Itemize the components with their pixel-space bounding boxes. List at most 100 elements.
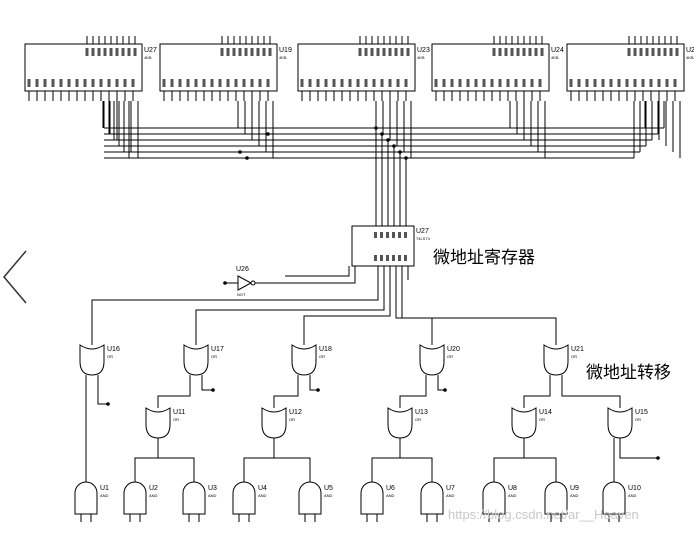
and-gate-body <box>123 481 147 515</box>
junction-dot <box>266 132 270 136</box>
pin-label <box>442 79 446 87</box>
pin-label <box>376 48 380 56</box>
pin-label <box>194 79 198 87</box>
pin-label <box>398 255 401 261</box>
wire <box>91 280 379 345</box>
gate-ref-label: U21 <box>571 346 584 353</box>
wire <box>401 280 557 345</box>
pin-label <box>262 48 266 56</box>
junction-dot <box>386 138 390 142</box>
junction-dot <box>245 156 249 160</box>
pin-label <box>510 48 514 56</box>
pin-label <box>504 48 508 56</box>
or-gate-body <box>419 344 445 376</box>
pin-label <box>109 48 113 56</box>
pin-label <box>540 48 544 56</box>
junction-dot <box>211 388 215 392</box>
gate-type-label: OR <box>211 354 217 359</box>
pin-label <box>27 79 31 87</box>
wire <box>437 375 445 391</box>
previous-image-button[interactable] <box>0 245 36 309</box>
register-ref-label: U27 <box>416 228 429 235</box>
logic-gates: U16ORU17ORU18ORU20ORU21ORU11ORU12ORU13OR… <box>74 344 648 522</box>
gate-ref-label: U20 <box>447 346 460 353</box>
gate-type-label: OR <box>173 417 179 422</box>
wire <box>523 375 551 408</box>
gate-type-label: OR <box>289 417 295 422</box>
pin-label <box>210 79 214 87</box>
pin-label <box>35 79 39 87</box>
gate-ref-label: U2 <box>149 485 158 492</box>
pin-label <box>91 79 95 87</box>
pin-label <box>51 79 55 87</box>
gate-ref-label: U13 <box>415 409 428 416</box>
pin-label <box>490 79 494 87</box>
pin-label <box>266 79 270 87</box>
pin-label <box>75 79 79 87</box>
gate-type-label: OR <box>447 354 453 359</box>
pin-label <box>121 48 125 56</box>
pin-label <box>226 48 230 56</box>
pin-label <box>657 79 661 87</box>
wire <box>395 280 433 345</box>
gate-type-label: AND <box>446 493 455 498</box>
gate-type-label: AND <box>208 493 217 498</box>
pin-label <box>498 48 502 56</box>
pin-label <box>99 79 103 87</box>
pin-label <box>601 79 605 87</box>
pin-label <box>641 79 645 87</box>
gate-type-label: AND <box>100 493 109 498</box>
pin-label <box>232 48 236 56</box>
wire <box>285 266 350 277</box>
pin-label <box>404 79 408 87</box>
pin-label <box>398 232 401 238</box>
wire <box>201 375 213 391</box>
pin-label <box>380 255 383 261</box>
pin-label <box>242 79 246 87</box>
pin-label <box>97 48 101 56</box>
and-gate-body <box>360 481 384 515</box>
rom-ref-label: U19 <box>279 47 292 54</box>
pin-label <box>498 79 502 87</box>
wire <box>309 375 318 391</box>
gate-ref-label: U17 <box>211 346 224 353</box>
gate-type-label: AND <box>324 493 333 498</box>
pin-label <box>657 48 661 56</box>
pin-label <box>617 79 621 87</box>
gate-ref-label: U16 <box>107 346 120 353</box>
pin-label <box>522 48 526 56</box>
gate-ref-label: U12 <box>289 409 302 416</box>
rom-ref-label: U24 <box>551 47 564 54</box>
gate-type-label: AND <box>258 493 267 498</box>
gate-type-label: OR <box>319 354 325 359</box>
pin-label <box>434 79 438 87</box>
or-gate-body <box>511 407 537 439</box>
rom-ref-label: U25 <box>686 47 694 54</box>
and-gate-body <box>602 481 626 515</box>
pin-label <box>234 79 238 87</box>
rom-ref-label: U27 <box>144 47 157 54</box>
gate-type-label: OR <box>415 417 421 422</box>
pin-label <box>380 79 384 87</box>
junction-dot <box>443 388 447 392</box>
watermark: https://blog.csdn.net/ar__Heaven <box>448 507 639 522</box>
pin-label <box>474 79 478 87</box>
pin-label <box>370 48 374 56</box>
pin-label <box>633 48 637 56</box>
junction-dot <box>374 126 378 130</box>
pin-label <box>67 79 71 87</box>
wire <box>97 375 108 405</box>
pin-label <box>663 48 667 56</box>
and-gate-body <box>298 481 322 515</box>
gate-ref-label: U5 <box>324 485 333 492</box>
or-gate-body <box>387 407 413 439</box>
wire <box>243 438 275 482</box>
wire <box>493 438 525 482</box>
